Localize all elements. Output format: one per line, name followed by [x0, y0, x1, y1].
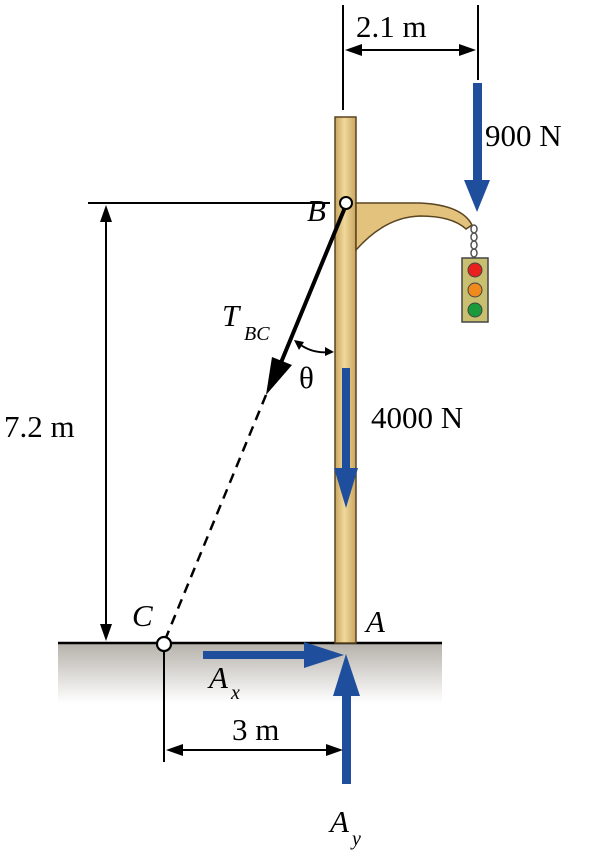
pin-b	[339, 196, 353, 210]
cable-dashed	[163, 394, 268, 641]
reaction-ax-sub-label: x	[230, 682, 240, 704]
point-c-label: C	[132, 598, 153, 633]
tension-sub-label: BC	[244, 323, 270, 345]
reaction-ay-label: A	[328, 804, 350, 839]
tension-arrowhead	[266, 357, 292, 395]
reaction-arrow-ay	[333, 654, 360, 784]
load-pole-label: 4000 N	[371, 400, 463, 435]
dimension-height-label: 7.2 m	[4, 409, 75, 444]
theta-label: θ	[299, 360, 314, 395]
dimension-top-label: 2.1 m	[356, 9, 427, 44]
signal-chain	[470, 224, 478, 258]
point-a-label: A	[364, 604, 386, 639]
load-top-label: 900 N	[485, 118, 562, 153]
tension-label: T	[222, 298, 242, 333]
red-light-icon	[467, 262, 483, 278]
reaction-ay-sub-label: y	[350, 828, 361, 850]
dimension-bottom	[163, 652, 343, 762]
reaction-ax-label: A	[207, 660, 229, 695]
angle-arc-arrow-right	[325, 347, 334, 356]
load-arrow-900	[464, 83, 490, 212]
green-light-icon	[467, 302, 483, 318]
dimension-bottom-label: 3 m	[232, 712, 279, 747]
angle-arc-arrow-left	[294, 340, 304, 350]
reaction-arrow-ax	[203, 642, 344, 668]
cable-tension-line	[278, 204, 348, 366]
traffic-light	[461, 257, 489, 323]
signal-arm	[355, 202, 473, 252]
dimension-top	[342, 5, 479, 110]
load-arrow-4000	[334, 368, 358, 508]
dimension-height	[88, 202, 330, 641]
point-b-label: B	[307, 193, 326, 228]
pin-c	[155, 635, 173, 653]
amber-light-icon	[467, 282, 483, 298]
